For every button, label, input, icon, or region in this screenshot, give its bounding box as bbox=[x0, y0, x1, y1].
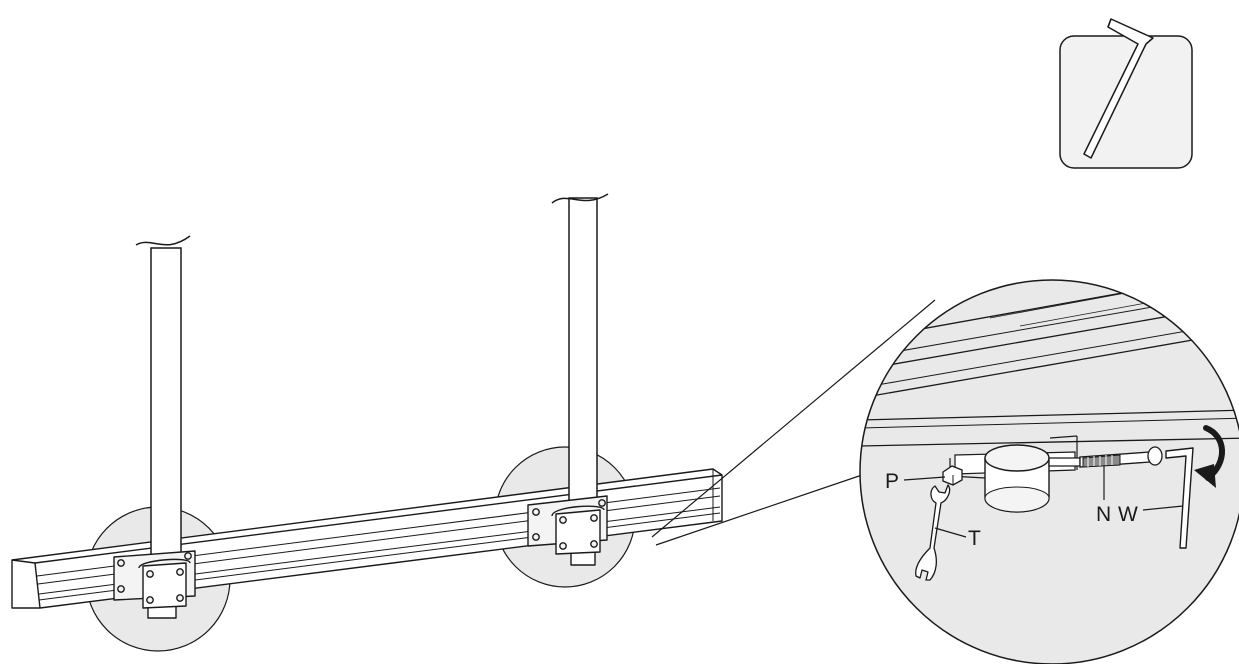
tool-box bbox=[1059, 18, 1193, 169]
spanner-icon bbox=[915, 484, 951, 581]
post-end bbox=[984, 444, 1050, 513]
magnifier-detail: P T N W bbox=[859, 279, 1239, 664]
clamp-left bbox=[113, 550, 196, 619]
nut-icon bbox=[942, 465, 963, 486]
hex-key-icon bbox=[1083, 18, 1154, 159]
leader-lines bbox=[903, 466, 1184, 538]
callout-lines bbox=[651, 299, 936, 546]
pole-middle bbox=[551, 193, 609, 511]
rotate-arrow-icon bbox=[1194, 425, 1225, 488]
hex-key-icon bbox=[1165, 447, 1194, 549]
label-w: W bbox=[1118, 503, 1138, 526]
label-n: N bbox=[1096, 503, 1111, 526]
bolt-icon bbox=[1048, 446, 1163, 468]
pole-left bbox=[135, 235, 191, 565]
label-t: T bbox=[968, 527, 981, 550]
clamp-middle bbox=[527, 495, 608, 566]
label-p: P bbox=[885, 470, 899, 493]
